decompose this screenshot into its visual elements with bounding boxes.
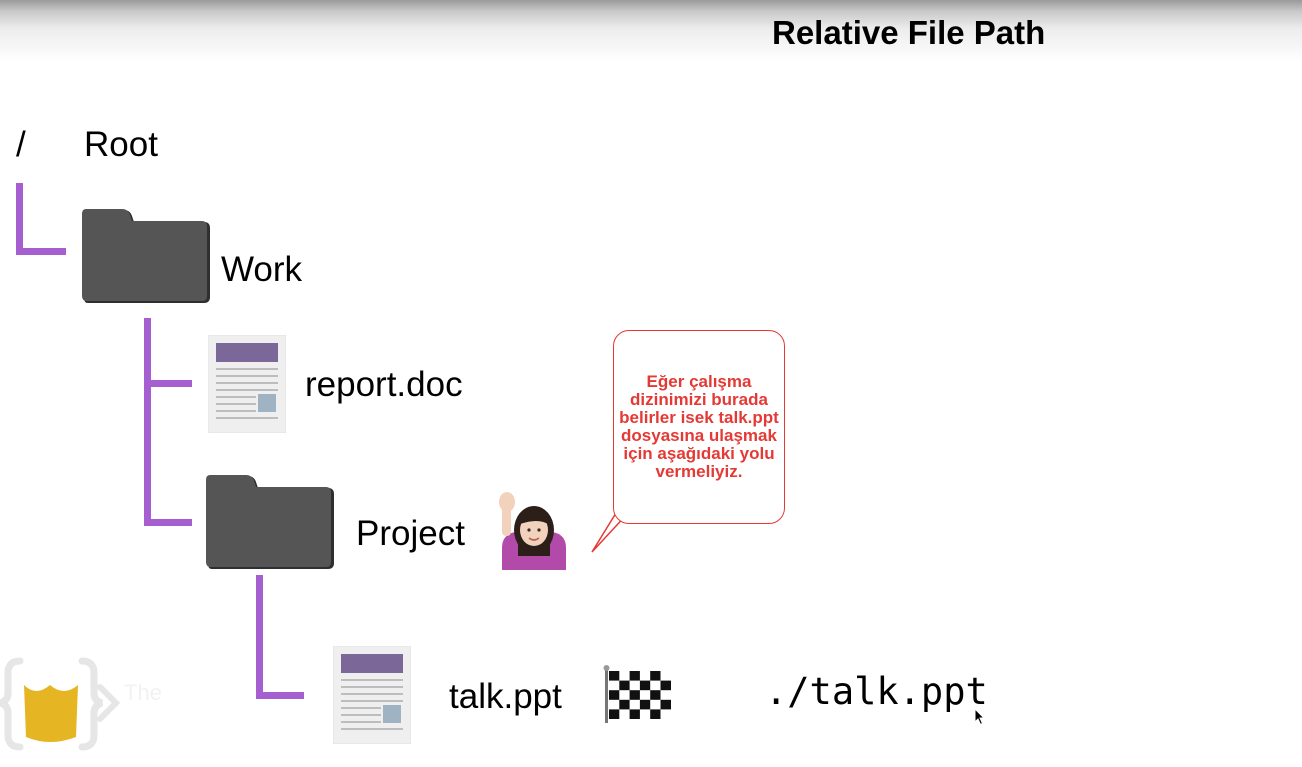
callout-text: Eğer çalışma dizinimizi burada belirler … [619, 372, 779, 481]
connector-project-talk-vertical [256, 575, 263, 699]
root-symbol: / [16, 125, 26, 164]
report-document-icon[interactable] [208, 335, 286, 433]
talk-label: talk.ppt [449, 677, 562, 716]
project-label: Project [356, 514, 465, 553]
work-label: Work [221, 250, 303, 289]
work-folder-icon[interactable] [82, 207, 212, 304]
callout-bubble: Eğer çalışma dizinimizi burada belirler … [613, 330, 785, 524]
report-label: report.doc [305, 365, 463, 404]
project-folder-icon[interactable] [206, 473, 336, 570]
checkered-flag-icon [603, 665, 671, 723]
relative-path-code: ./talk.ppt [765, 670, 988, 713]
connector-project-talk-horizontal [256, 692, 304, 699]
watermark-logo-icon [0, 657, 120, 751]
connector-root-work-vertical [16, 183, 23, 255]
person-raising-hand-icon [499, 492, 566, 570]
root-label: Root [84, 125, 158, 164]
connector-work-children-vertical [144, 318, 151, 526]
connector-root-work-horizontal [16, 248, 66, 255]
mouse-cursor-icon [974, 708, 986, 726]
slide-title: Relative File Path [772, 14, 1046, 51]
talk-document-icon[interactable] [333, 646, 411, 744]
watermark-text: The [124, 680, 162, 705]
connector-work-project-horizontal [144, 519, 192, 526]
slide-header-bar [0, 0, 1302, 62]
connector-work-report-horizontal [144, 380, 192, 387]
